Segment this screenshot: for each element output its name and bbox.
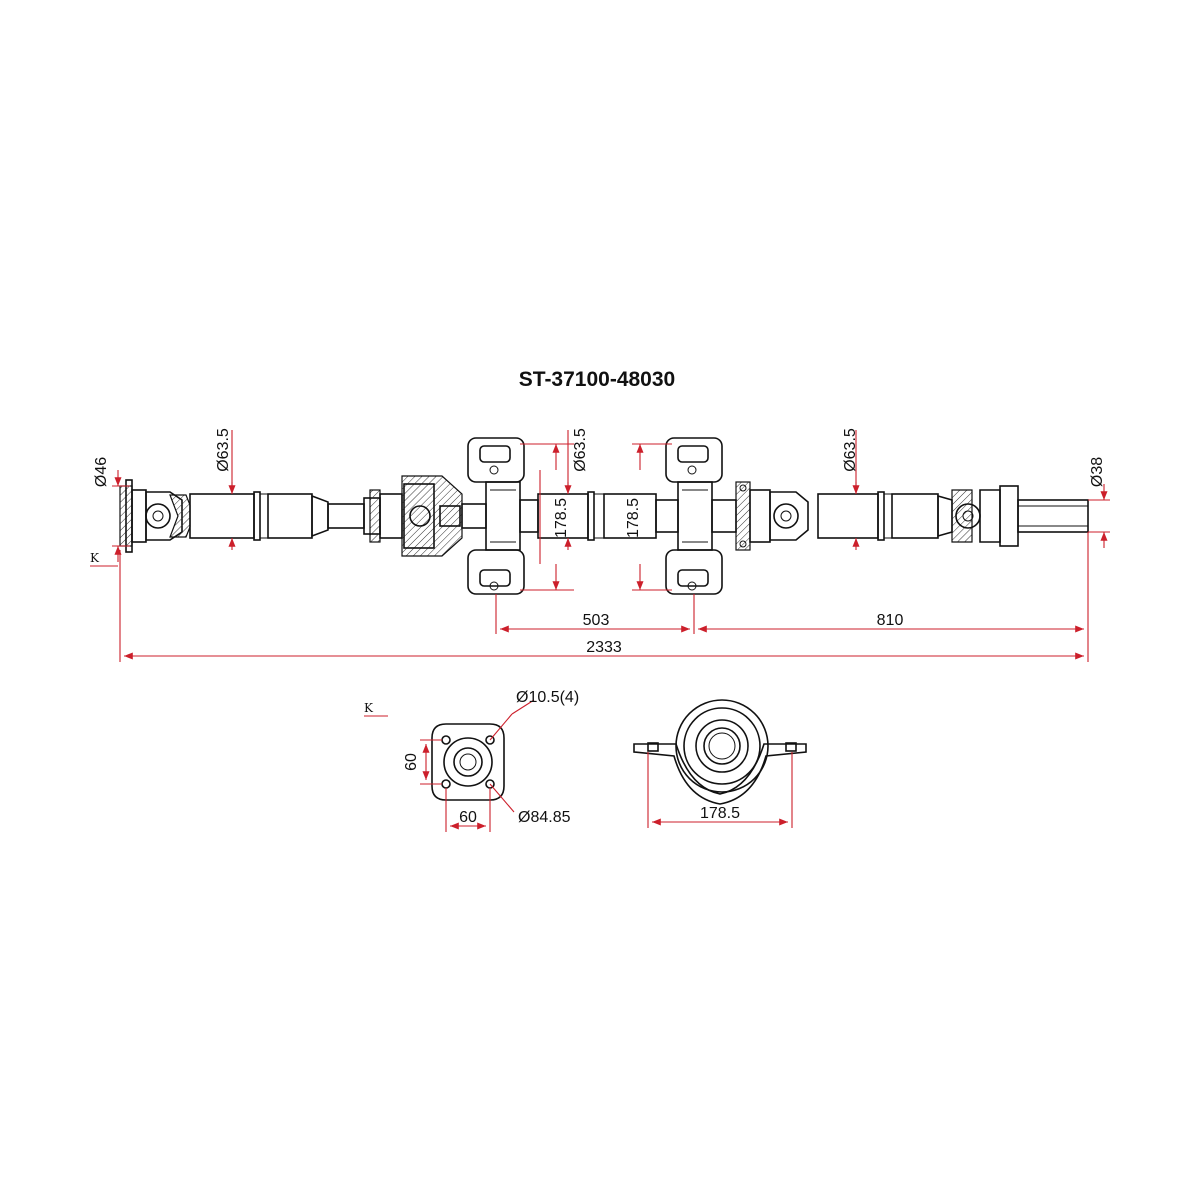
rear-length-label: 810 — [877, 612, 904, 629]
flange-horizontal-spacing-label: 60 — [459, 809, 477, 826]
propeller-shaft-side-view — [119, 437, 1089, 595]
center-bearing-2 — [665, 437, 737, 595]
rear-flange-coupling — [735, 481, 809, 551]
flange-diameter-label: Ø46 — [93, 457, 110, 487]
total-length-label: 2333 — [586, 639, 622, 656]
center-length-label: 503 — [583, 612, 610, 629]
hole-diameter-label: Ø10.5(4) — [516, 689, 579, 706]
view-k-marker: K — [90, 551, 100, 565]
rear-tube — [817, 491, 953, 541]
shaft-diameter-label: Ø38 — [1089, 457, 1106, 487]
rear-tube-diameter-label: Ø63.5 — [842, 428, 859, 472]
front-tube-diameter-label: Ø63.5 — [215, 428, 232, 472]
part-number-title: ST-37100-48030 — [519, 368, 675, 391]
front-cv-joint — [363, 475, 487, 557]
center-bearing-1 — [467, 437, 539, 595]
bearing-1-height-label: 178.5 — [553, 498, 570, 538]
flange-vertical-spacing-label: 60 — [403, 753, 420, 771]
bracket-width-label: 178.5 — [700, 805, 740, 822]
middle-tube — [537, 491, 679, 541]
main-dimensions: Ø46 K Ø63.5 Ø63.5 178.5 178.5 Ø63.5 — [90, 428, 1110, 662]
view-k-label: K — [364, 701, 374, 715]
middle-tube-diameter-label: Ø63.5 — [572, 428, 589, 472]
front-flange-yoke — [119, 479, 191, 553]
center-bearing-bracket-view: 178.5 — [633, 699, 807, 828]
rear-slip-yoke — [951, 485, 1089, 547]
flange-end-view-k: K Ø10.5(4) 60 60 Ø84.85 — [364, 689, 579, 832]
bolt-circle-label: Ø84.85 — [518, 809, 571, 826]
front-tube — [189, 491, 365, 541]
bearing-2-height-label: 178.5 — [625, 498, 642, 538]
